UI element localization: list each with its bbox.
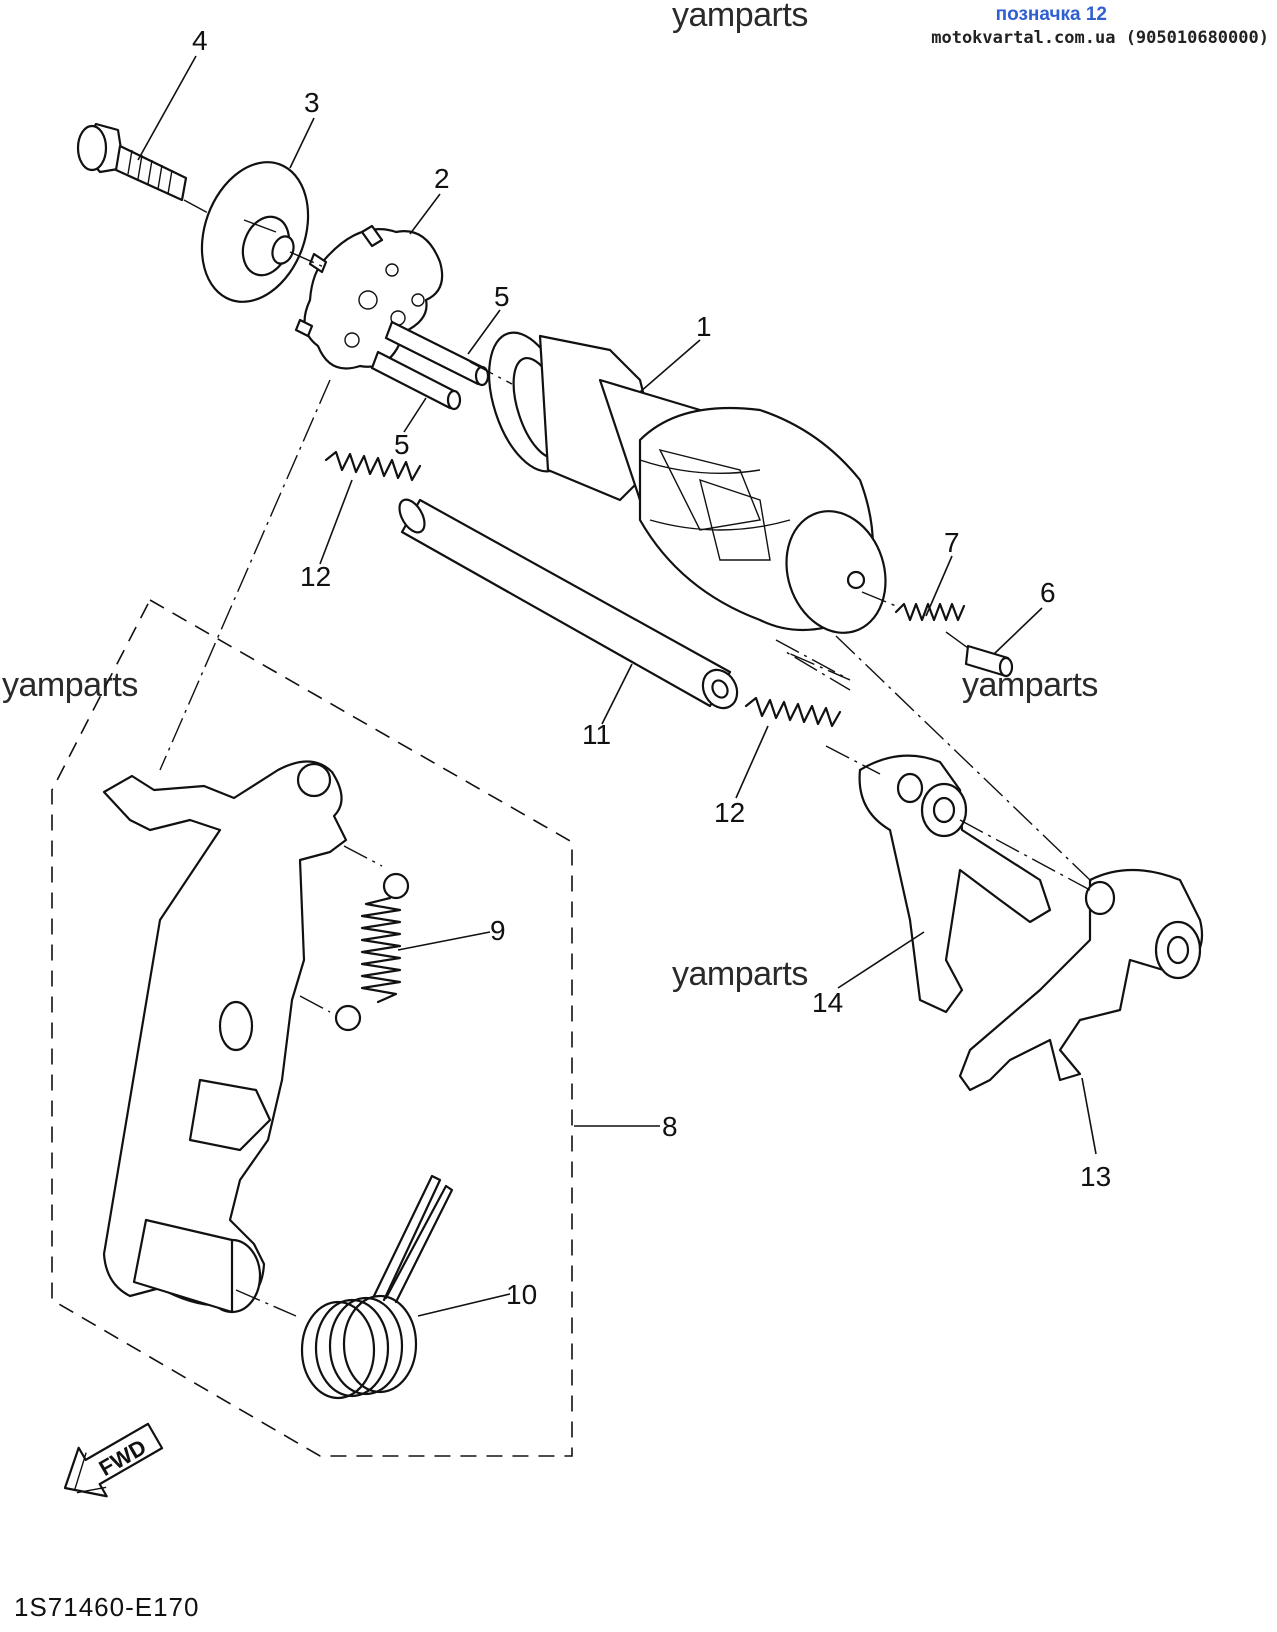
callout-4: 4	[192, 25, 208, 56]
part-spring-lower[interactable]	[744, 696, 842, 728]
callout-9: 9	[490, 915, 506, 946]
part-bolt[interactable]	[76, 122, 188, 202]
callout-1: 1	[696, 311, 712, 342]
callout-leaders	[137, 55, 1097, 1317]
diagram-badge: позначка 12	[995, 4, 1107, 25]
assembly-center-lines	[159, 199, 1093, 1317]
callout-5-lower: 5	[394, 429, 410, 460]
callout-2: 2	[434, 163, 450, 194]
callout-5-upper: 5	[494, 281, 510, 312]
callout-6: 6	[1040, 577, 1056, 608]
callout-10: 10	[506, 1279, 537, 1310]
watermark-top: yamparts	[672, 0, 808, 34]
part-shift-fork-14[interactable]	[858, 754, 1052, 1014]
forward-direction-arrow: FWD	[63, 1422, 164, 1498]
part-stopper-pin[interactable]	[964, 644, 1014, 678]
part-spring-upper[interactable]	[324, 450, 422, 482]
callout-3: 3	[304, 87, 320, 118]
callout-14: 14	[812, 987, 843, 1018]
callout-12-lower: 12	[714, 797, 745, 828]
part-shift-drum[interactable]	[474, 322, 901, 645]
watermark-right: yamparts	[962, 666, 1098, 704]
watermark-left: yamparts	[2, 666, 138, 704]
part-detent-spring[interactable]	[894, 602, 966, 622]
assembly-group-8-outline	[51, 598, 573, 1457]
watermark-middle: yamparts	[672, 955, 808, 993]
part-torsion-spring[interactable]	[300, 1174, 454, 1400]
part-shift-fork-13[interactable]	[958, 868, 1204, 1092]
part-washer-plate[interactable]	[183, 147, 326, 317]
callout-labels: 4 3 2 5 5 1 7 6 12 11 12 9 8 10 13 14	[192, 25, 1111, 1310]
part-return-spring[interactable]	[334, 872, 410, 1032]
callout-7: 7	[944, 527, 960, 558]
callout-8: 8	[662, 1111, 678, 1142]
part-shift-lever[interactable]	[102, 760, 348, 1314]
part-pin-upper[interactable]	[384, 320, 490, 387]
part-fork-shaft[interactable]	[394, 495, 744, 714]
callout-12-upper: 12	[300, 561, 331, 592]
callout-13: 13	[1080, 1161, 1111, 1192]
part-pin-lower[interactable]	[370, 350, 462, 411]
callout-11: 11	[582, 719, 611, 750]
site-reference: motokvartal.com.ua (905010680000)	[931, 28, 1269, 48]
diagram-code: 1S71460-E170	[14, 1592, 200, 1622]
